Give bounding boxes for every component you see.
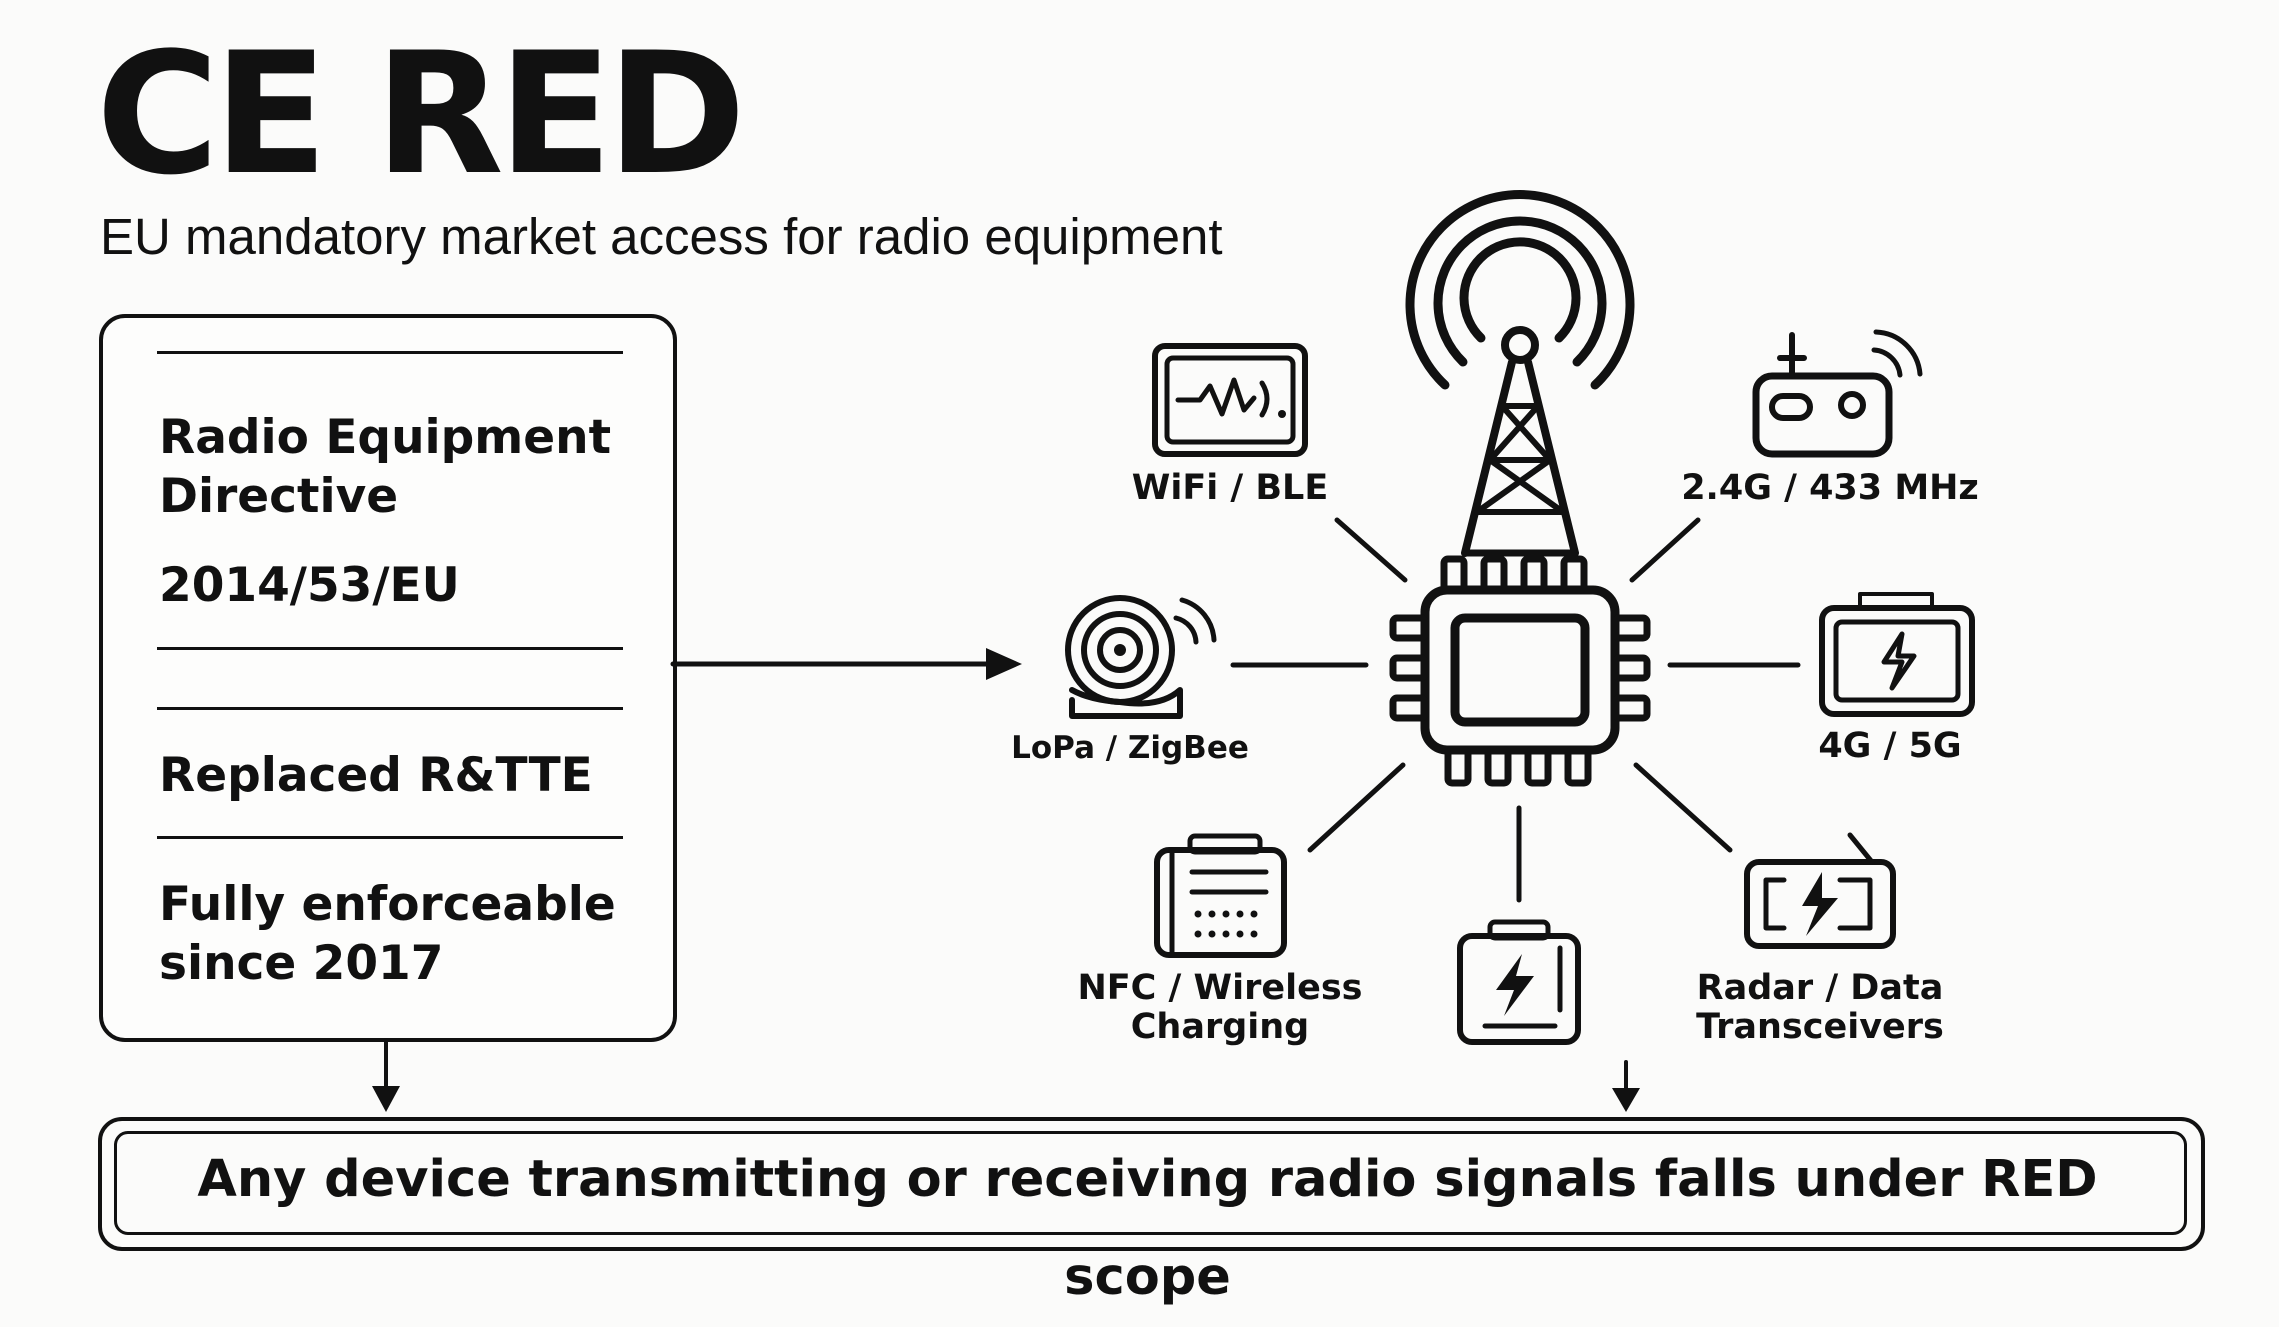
connector-lines (1230, 517, 1801, 903)
radio-remote-icon (1752, 329, 1923, 458)
lora-zigbee-label: LoPa / ZigBee (1011, 730, 1249, 766)
divider (157, 836, 623, 839)
directive-name-line1: Radio Equipment (159, 410, 612, 465)
divider (157, 647, 623, 650)
down-arrow-left (372, 1038, 400, 1112)
scope-banner-inner-frame (114, 1131, 2187, 1235)
divider (157, 351, 623, 354)
diagram-canvas: CE RED EU mandatory market access for ra… (96, 16, 2205, 1307)
band-24g-433-label: 2.4G / 433 MHz (1681, 468, 1979, 508)
directive-name-line2: Directive (159, 469, 399, 524)
battery-charging-icon (1457, 919, 1581, 1045)
wifi-module-icon (1152, 343, 1308, 457)
page-title: CE RED (96, 16, 746, 212)
radar-label-line1: Radar / Data (1696, 968, 1944, 1008)
chip-icon (1389, 555, 1651, 787)
page-subtitle: EU mandatory market access for radio equ… (100, 208, 1223, 265)
divider (157, 707, 623, 710)
lora-coil-icon (1065, 595, 1217, 719)
scope-banner-frame (98, 1117, 2205, 1251)
diagram-graphics (372, 190, 1975, 1112)
enforcement-line1: Fully enforceable (159, 877, 616, 932)
directive-info-box: Radio Equipment Directive 2014/53/EU Rep… (99, 314, 677, 1042)
radar-label-line2: Transceivers (1696, 1007, 1944, 1047)
nfc-label-line2: Charging (1130, 1007, 1310, 1047)
wifi-ble-label: WiFi / BLE (1131, 468, 1329, 508)
radar-transceiver-icon (1744, 832, 1896, 949)
nfc-card-icon (1154, 833, 1287, 958)
nfc-label-line1: NFC / Wireless (1077, 968, 1363, 1008)
replaced-note: Replaced R&TTE (159, 748, 593, 803)
cellular-module-icon (1819, 592, 1975, 717)
enforcement-line2: since 2017 (159, 936, 444, 991)
directive-number: 2014/53/EU (159, 558, 460, 613)
down-arrow-right (1612, 1060, 1640, 1112)
scope-statement: Any device transmitting or receiving rad… (197, 1150, 2098, 1307)
antenna-tower-icon (1405, 190, 1635, 557)
cellular-label: 4G / 5G (1818, 726, 1962, 766)
flow-arrow (670, 648, 1022, 680)
